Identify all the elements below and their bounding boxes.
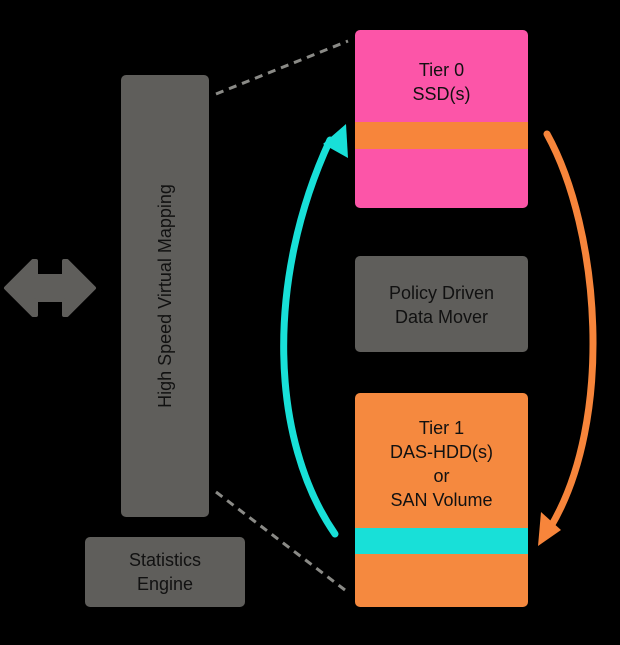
tier1-label-line4: SAN Volume bbox=[390, 490, 493, 510]
statistics-engine-box: Statistics Engine bbox=[85, 537, 245, 607]
promote-arrowhead-icon bbox=[323, 124, 348, 158]
tier0-box: Tier 0 SSD(s) bbox=[355, 30, 528, 208]
statistics-engine-label-line1: Statistics bbox=[128, 550, 202, 570]
virtual-mapping-label: High Speed Virtual Mapping bbox=[155, 184, 175, 408]
statistics-engine-label-line2: Engine bbox=[136, 574, 194, 594]
tier1-label: Tier 1 DAS-HDD(s) or SAN Volume bbox=[355, 393, 528, 512]
tier1-promoted-data-band bbox=[355, 528, 528, 554]
tier0-label: Tier 0 SSD(s) bbox=[355, 30, 528, 106]
bidirectional-arrow-icon bbox=[4, 259, 96, 317]
tier0-hot-data-band bbox=[355, 122, 528, 149]
tier1-label-line1: Tier 1 bbox=[418, 418, 465, 438]
tier0-label-line1: Tier 0 bbox=[418, 60, 465, 80]
data-mover-box: Policy Driven Data Mover bbox=[355, 256, 528, 352]
dashed-connector-top bbox=[215, 39, 349, 96]
tier0-label-line2: SSD(s) bbox=[412, 84, 471, 104]
virtual-mapping-box: High Speed Virtual Mapping bbox=[121, 75, 209, 517]
tier1-label-line3: or bbox=[433, 466, 450, 486]
tier1-box: Tier 1 DAS-HDD(s) or SAN Volume bbox=[355, 393, 528, 607]
demote-arrowhead-icon bbox=[538, 512, 561, 546]
promote-arrow bbox=[280, 136, 339, 538]
data-mover-label-line2: Data Mover bbox=[394, 307, 489, 327]
data-mover-label-line1: Policy Driven bbox=[388, 283, 495, 303]
tier1-label-line2: DAS-HDD(s) bbox=[390, 442, 493, 462]
demote-arrow bbox=[543, 130, 597, 532]
